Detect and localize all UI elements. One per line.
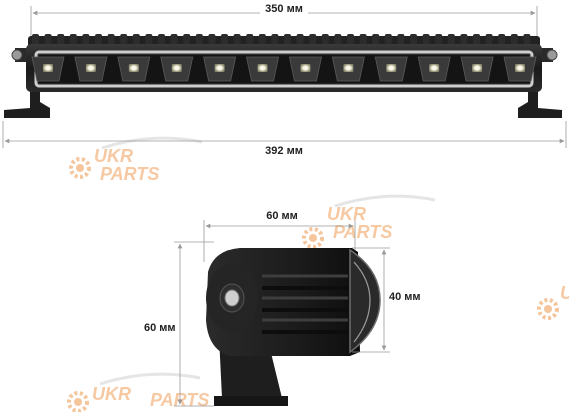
heatsink-fin — [410, 34, 417, 44]
heatsink-fin — [44, 34, 52, 44]
heatsink-fin — [82, 34, 90, 44]
heatsink-fin — [460, 34, 468, 44]
heatsink-fin — [57, 34, 65, 44]
heatsink-fin — [397, 34, 405, 44]
light-bar-front-view — [4, 34, 562, 118]
dimension-side-depth: 60 мм — [203, 210, 356, 262]
led-module — [417, 56, 451, 82]
side-lens-height-label: 40 мм — [389, 291, 421, 303]
bar-total-width-label: 392 мм — [265, 145, 303, 157]
heatsink-fin — [296, 34, 304, 44]
heatsink-fin — [435, 34, 443, 44]
watermark-brand-bottom: PARTS — [100, 164, 159, 184]
watermark-brand-top: UKR — [327, 204, 366, 224]
heatsink-fin — [498, 34, 506, 44]
dimension-bar-lens-width: 350 мм — [30, 2, 538, 40]
heatsink-fin — [120, 34, 128, 44]
watermark-3: UKR — [537, 283, 569, 320]
heatsink-fin — [258, 34, 266, 44]
gear-icon — [67, 391, 89, 412]
heatsink-fin — [107, 34, 115, 44]
heatsink-fin — [334, 34, 342, 44]
heatsink-fin — [158, 34, 165, 44]
dimension-side-lens-height: 40 мм — [352, 247, 421, 353]
watermark-brand-top: UKR — [92, 384, 131, 404]
led-module — [160, 56, 194, 82]
heatsink-fins — [32, 34, 531, 44]
heatsink-fin — [384, 34, 392, 44]
side-knob — [206, 264, 258, 332]
led-module — [331, 56, 365, 82]
watermark-2: UKR PARTS — [302, 194, 436, 249]
heatsink-fin — [246, 34, 254, 44]
mount-bracket-right — [518, 86, 562, 118]
heatsink-fin — [170, 34, 178, 44]
bar-lens-width-label: 350 мм — [265, 3, 303, 15]
gear-icon — [302, 227, 324, 249]
dimension-side-total-height: 60 мм — [144, 241, 214, 407]
heatsink-fin — [359, 34, 367, 44]
watermark-1: UKR PARTS — [69, 136, 203, 184]
heatsink-fin — [372, 34, 380, 44]
heatsink-fin — [145, 34, 153, 44]
led-module — [460, 56, 494, 82]
heatsink-fin — [271, 34, 279, 44]
heatsink-fin — [523, 34, 531, 44]
led-module — [117, 56, 151, 82]
gear-icon — [69, 157, 91, 179]
heatsink-fin — [69, 34, 77, 44]
heatsink-fin — [309, 34, 317, 44]
watermark-4: UKR PARTS — [67, 372, 209, 412]
side-lens — [349, 248, 381, 354]
dimension-bar-total-width: 392 мм — [2, 121, 567, 157]
led-module — [374, 56, 408, 82]
heatsink-fin — [233, 34, 241, 44]
watermark-brand-top: UKR — [560, 283, 569, 303]
heatsink-fin — [132, 34, 140, 44]
led-module — [74, 56, 108, 82]
heatsink-fin — [510, 34, 518, 44]
heatsink-fin — [221, 34, 228, 44]
led-module — [203, 56, 237, 82]
mount-bolt-right — [541, 48, 558, 62]
heatsink-fin — [485, 34, 493, 44]
led-row — [31, 56, 537, 82]
led-module — [288, 56, 322, 82]
heatsink-fin — [447, 34, 455, 44]
heatsink-fin — [32, 34, 39, 44]
heatsink-fin — [183, 34, 191, 44]
heatsink-fin — [473, 34, 480, 44]
side-depth-label: 60 мм — [266, 210, 298, 222]
watermark-brand-top: UKR — [94, 146, 133, 166]
heatsink-fin — [95, 34, 102, 44]
heatsink-fin — [284, 34, 291, 44]
heatsink-fin — [347, 34, 354, 44]
light-side-view — [206, 248, 381, 406]
side-total-height-label: 60 мм — [144, 322, 176, 334]
led-module — [503, 56, 537, 82]
led-module — [246, 56, 280, 82]
gear-icon — [537, 298, 559, 320]
heatsink-fin — [321, 34, 329, 44]
heatsink-fin — [422, 34, 430, 44]
watermark-brand-bottom: PARTS — [333, 222, 392, 242]
led-module — [31, 56, 65, 82]
heatsink-fin — [208, 34, 216, 44]
mount-bracket-left — [4, 86, 50, 118]
mount-bolt-left — [11, 48, 27, 62]
heatsink-fin — [195, 34, 203, 44]
